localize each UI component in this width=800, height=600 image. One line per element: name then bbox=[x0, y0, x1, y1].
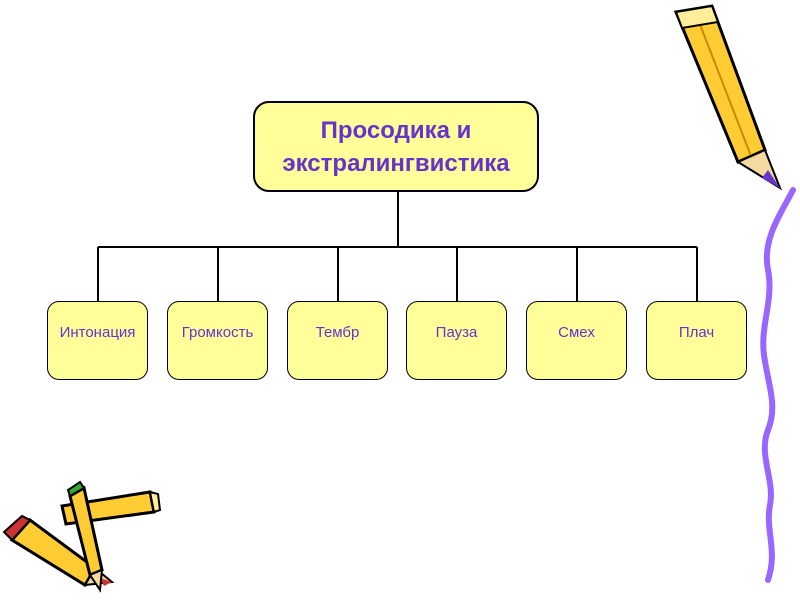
root-title-line-1: Просодика и bbox=[320, 116, 472, 144]
child-node: Интонация bbox=[47, 301, 148, 380]
child-node: Тембр bbox=[287, 301, 388, 380]
child-label: Пауза bbox=[435, 324, 478, 341]
crossed-pencils-icon bbox=[2, 480, 162, 593]
child-label: Плач bbox=[678, 324, 715, 341]
root-node: Просодика и экстралингвистика bbox=[253, 101, 539, 192]
child-node: Плач bbox=[646, 301, 747, 380]
child-label: Интонация bbox=[59, 324, 136, 341]
child-node: Громкость bbox=[167, 301, 268, 380]
wavy-border bbox=[760, 187, 796, 583]
pencil-icon bbox=[673, 4, 783, 191]
root-title-line-2: экстралингвистика bbox=[282, 149, 510, 177]
child-label: Тембр bbox=[315, 324, 360, 341]
child-node: Пауза bbox=[406, 301, 507, 380]
child-label: Смех bbox=[558, 324, 595, 341]
child-node: Смех bbox=[526, 301, 627, 380]
child-label: Громкость bbox=[181, 324, 254, 341]
